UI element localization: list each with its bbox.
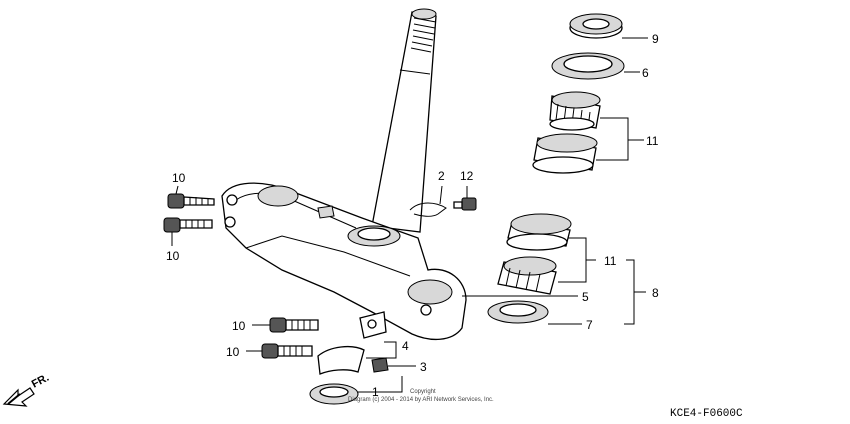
callout-6: 6 — [642, 66, 649, 80]
diagram-code: KCE4-F0600C — [670, 408, 743, 420]
bolt-10-upper-b[interactable] — [163, 217, 213, 233]
grommet[interactable] — [309, 383, 359, 405]
callout-12: 12 — [460, 169, 474, 183]
bracket-11-upper — [596, 117, 644, 161]
bracket-11-lower — [558, 237, 596, 283]
bolt-12[interactable] — [453, 197, 477, 211]
callout-2: 2 — [438, 169, 445, 183]
bolt-10-lower-a[interactable] — [269, 317, 319, 333]
hose-clip[interactable] — [409, 202, 447, 217]
bracket-8 — [624, 259, 646, 325]
callout-5: 5 — [582, 290, 589, 304]
leader-line-2 — [439, 185, 443, 205]
callout-4: 4 — [402, 339, 409, 353]
lower-steering-bearing[interactable] — [497, 256, 557, 295]
brake-hose-guide[interactable] — [317, 345, 365, 375]
guide-plate[interactable] — [359, 311, 387, 339]
bolt-10-upper-a[interactable] — [167, 193, 215, 209]
callout-9: 9 — [652, 32, 659, 46]
copyright-line-1: Copyright — [410, 389, 436, 395]
callout-10-d: 10 — [226, 345, 240, 359]
copyright-line-2: Diagram (c) 2004 - 2014 by ARI Network S… — [348, 397, 494, 403]
collar[interactable] — [371, 357, 389, 373]
callout-11-lower: 11 — [604, 254, 617, 268]
lower-dust-seal[interactable] — [487, 300, 549, 324]
front-direction-label: FR. — [30, 372, 51, 391]
leader-line-1 — [358, 376, 403, 393]
upper-bearing-race[interactable] — [532, 133, 598, 174]
upper-steering-bearing[interactable] — [549, 91, 601, 131]
callout-8: 8 — [652, 286, 659, 300]
bolt-10-lower-b[interactable] — [261, 343, 313, 359]
callout-3: 3 — [420, 360, 427, 374]
lower-bearing-race[interactable] — [506, 213, 572, 251]
callout-10-c: 10 — [232, 319, 246, 333]
upper-dust-seal[interactable] — [551, 52, 625, 80]
callout-10-b: 10 — [166, 249, 180, 263]
callout-10-a: 10 — [172, 171, 186, 185]
callout-11-upper: 11 — [646, 134, 659, 148]
callout-1: 1 — [372, 385, 379, 399]
steering-stem-shaft[interactable] — [371, 8, 437, 233]
steering-stem-lock-nut[interactable] — [569, 13, 623, 39]
leader-line-10a — [175, 185, 179, 195]
leader-line-4 — [366, 341, 397, 359]
front-direction-arrow — [2, 387, 35, 407]
steering-stem-bottom-bridge[interactable] — [221, 182, 467, 340]
callout-7: 7 — [586, 318, 593, 332]
